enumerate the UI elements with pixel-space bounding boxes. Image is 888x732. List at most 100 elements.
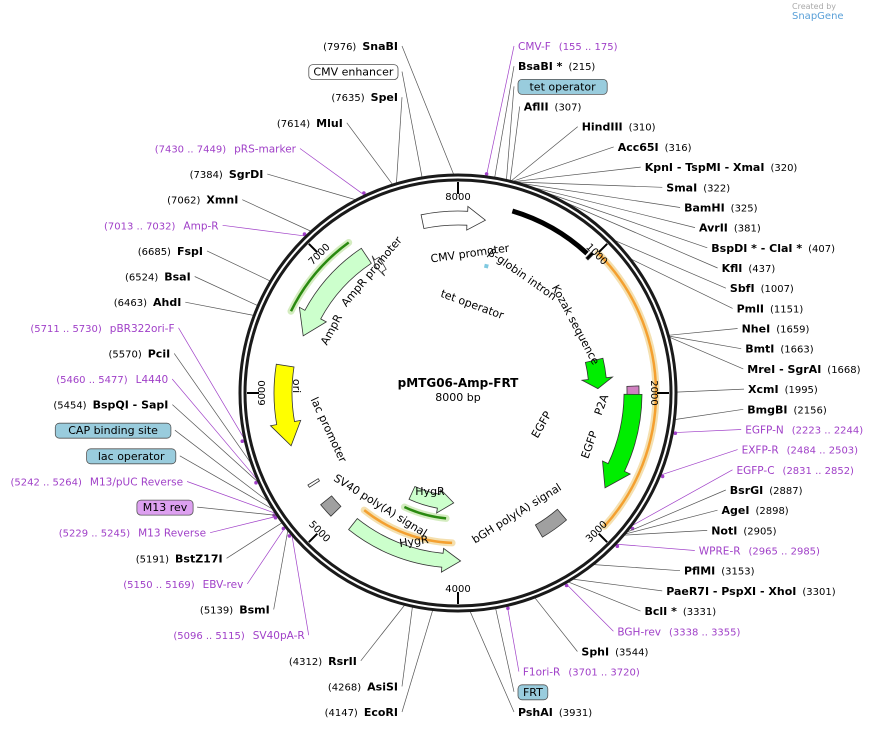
primer-prs-marker-name: pRS-marker — [234, 144, 297, 156]
feature-label-lac-promoter: lac promoter — [308, 395, 350, 465]
enzyme-bspqi-extra: - SapI — [129, 399, 169, 412]
enzyme-bmti-leader — [668, 335, 742, 350]
enzyme-bmti-label: BmtI(1663) — [745, 343, 814, 356]
enzyme-kpni-extra: - TspMI - XmaI — [673, 161, 764, 174]
feature-box-cmv-enhancer-text: CMV enhancer — [313, 66, 393, 79]
enzyme-xmni-label: (7062)XmnI — [167, 194, 238, 207]
enzyme-acc65i-position: (316) — [665, 143, 692, 154]
primer-exfp-r-range: (2484 .. 2503) — [787, 446, 859, 457]
enzyme-agei-label: AgeI(2898) — [722, 504, 789, 517]
feature-box-m13-rev-text: M13 rev — [143, 501, 188, 514]
enzyme-bsrgi-name: BsrGI — [730, 484, 763, 497]
primer-pbr322ori-f-leader — [178, 327, 246, 441]
enzyme-fspi-label: (6685)FspI — [138, 245, 203, 258]
enzyme-noti-name: NotI — [711, 524, 737, 537]
primer-ebv-rev-label: (5150 .. 5169)EBV-rev — [123, 579, 243, 591]
enzyme-snabi-name: SnaBI — [362, 40, 398, 53]
enzyme-pcii-label: (5570)PciI — [108, 347, 170, 360]
primer-egfp-n-site-mark — [673, 431, 678, 436]
enzyme-mrei-label: MreI - SgrAI(1668) — [747, 363, 860, 376]
enzyme-avrii-leader — [522, 184, 696, 228]
enzyme-bstz17i-leader — [226, 522, 283, 559]
enzyme-bsai-leader — [194, 276, 259, 307]
enzyme-agei-leader — [623, 509, 718, 535]
enzyme-bspdi-leader — [526, 185, 708, 249]
primer-wpre-r-name: WPRE-R — [699, 546, 741, 558]
enzyme-pflmi-leader — [592, 564, 681, 572]
enzyme-bcli-leader — [567, 581, 641, 612]
enzyme-kpni-label: KpnI - TspMI - XmaI(320) — [645, 161, 798, 174]
plasmid-name: pMTG06-Amp-FRT — [398, 376, 520, 390]
primer-m13-reverse-text: (5229 .. 5245)M13 Reverse — [59, 528, 206, 540]
feature-box-cap-binding-site-leader — [174, 429, 270, 503]
enzyme-bamhi-position: (325) — [731, 204, 758, 215]
enzyme-asisi-position: (4268) — [328, 682, 361, 693]
enzyme-pcii-name: PciI — [148, 347, 170, 360]
enzyme-bmti-text: BmtI(1663) — [745, 343, 814, 356]
primer-egfp-n-leader — [672, 429, 742, 434]
primer-egfp-c-name: EGFP-C — [737, 465, 775, 477]
enzyme-pmli-text: PmlI(1151) — [737, 302, 804, 315]
enzyme-bsrgi-text: BsrGI(2887) — [730, 484, 803, 497]
primer-egfp-c-text: EGFP-C(2831 .. 2852) — [737, 465, 855, 477]
primer-amp-r-leader — [222, 224, 307, 237]
enzyme-avrii-text: AvrII(381) — [699, 222, 761, 235]
enzyme-bmti-name: BmtI — [745, 343, 774, 356]
primer-bgh-rev-site-mark — [564, 583, 569, 588]
enzyme-nhei-text: NheI(1659) — [742, 323, 810, 336]
enzyme-ecori-text: (4147)EcoRI — [325, 706, 398, 719]
enzyme-fspi-name: FspI — [177, 245, 203, 258]
primer-amp-r-range: (7013 .. 7032) — [104, 221, 176, 232]
primer-l4440-leader — [171, 378, 260, 482]
enzyme-noti-label: NotI(2905) — [711, 524, 776, 537]
feature-ori — [269, 363, 302, 447]
primer-prs-marker-leader — [299, 148, 366, 196]
enzyme-paer7i-text: PaeR7I - PspXI - XhoI(3301) — [666, 585, 836, 598]
feature-box-frt-leader — [495, 607, 515, 692]
enzyme-bsabi-leader — [494, 66, 515, 179]
feature-label-kozak-sequence: Kozak sequence — [549, 283, 602, 368]
primer-m13-puc-reverse-leader — [186, 481, 277, 515]
enzyme-snabi-leader — [401, 45, 455, 176]
enzyme-bamhi-label: BamHI (325) — [684, 202, 758, 215]
enzyme-mlui-leader — [346, 122, 394, 186]
enzyme-pcii-text: (5570)PciI — [108, 347, 170, 360]
feature-cmv-promoter — [420, 205, 487, 231]
primer-exfp-r-site-mark — [660, 474, 665, 479]
enzyme-rsrii-position: (4312) — [289, 657, 322, 668]
feature-label-tet-operator: tet operator — [439, 287, 506, 322]
enzyme-bamhi-name: BamHI — [684, 202, 725, 215]
enzyme-xcmi-name: XcmI — [748, 383, 779, 396]
enzyme-smai-name: SmaI — [666, 181, 697, 194]
enzyme-mlui-name: MluI — [316, 117, 343, 130]
enzyme-noti-text: NotI(2905) — [711, 524, 776, 537]
primer-cmv-f-name: CMV-F — [518, 41, 551, 53]
enzyme-spei-text: (7635)SpeI — [331, 91, 398, 104]
feature-label-sv40-poly-a-signal: SV40 poly(A) signal — [331, 472, 429, 540]
enzyme-pshai-text: PshAI(3931) — [518, 706, 592, 719]
credit-brand: SnapGene — [792, 11, 844, 22]
primer-sv40pa-r-leader — [291, 533, 310, 636]
enzyme-mlui-position: (7614) — [277, 119, 310, 130]
enzyme-sgrdi-label: (7384)SgrDI — [190, 168, 264, 181]
primer-bgh-rev-range: (3338 .. 3355) — [669, 627, 741, 638]
enzyme-sbfi-text: SbfI(1007) — [730, 282, 794, 295]
primer-exfp-r-text: EXFP-R(2484 .. 2503) — [742, 445, 859, 457]
enzyme-bsrgi-label: BsrGI(2887) — [730, 484, 803, 497]
enzyme-xmni-text: (7062)XmnI — [167, 194, 238, 207]
enzyme-ecori-position: (4147) — [325, 708, 358, 719]
enzyme-pmli-name: PmlI — [737, 302, 764, 315]
enzyme-bcli-name: BclI — [645, 605, 668, 618]
primer-pbr322ori-f-range: (5711 .. 5730) — [30, 324, 102, 335]
enzyme-bmgbi-name: BmgBI — [747, 403, 787, 416]
enzyme-smai-leader — [512, 181, 663, 188]
enzyme-mlui-label: (7614) MluI — [277, 117, 343, 130]
feature-ampr-promoter — [371, 255, 387, 277]
enzyme-bmgbi-text: BmgBI(2156) — [747, 403, 827, 416]
primer-f1ori-r-site-mark — [506, 606, 510, 611]
enzyme-kpni-text: KpnI - TspMI - XmaI(320) — [645, 161, 798, 174]
enzyme-ahdi-position: (6463) — [114, 298, 147, 309]
enzyme-snabi-position: (7976) — [323, 42, 356, 53]
enzyme-aflii-leader — [509, 106, 521, 182]
